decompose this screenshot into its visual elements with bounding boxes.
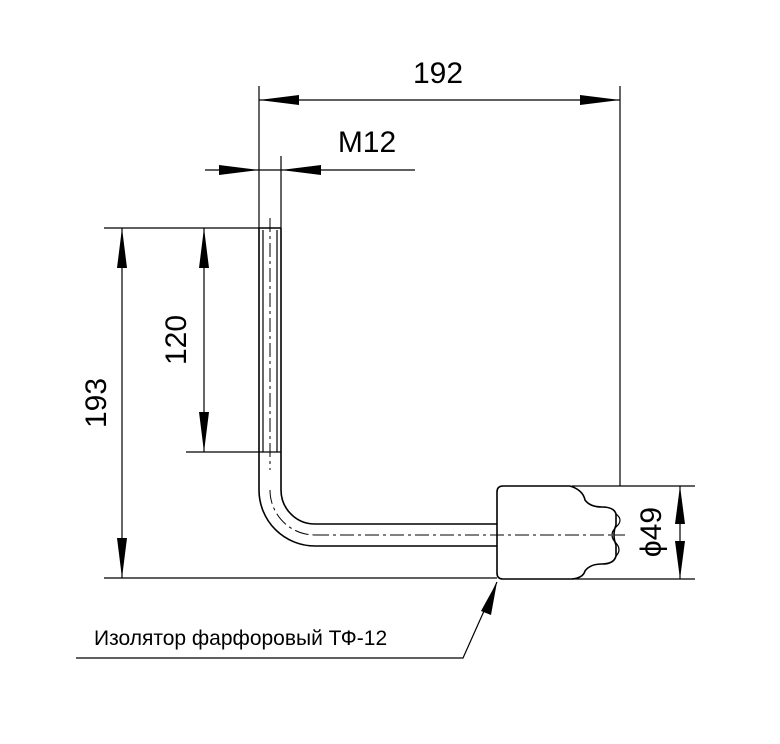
dimension-thread-length: 120 (160, 228, 209, 452)
dimension-insulator-diameter: ϕ49 (635, 486, 685, 579)
dim-label-193: 193 (80, 378, 113, 428)
porcelain-insulator (496, 485, 621, 580)
hook-rod (258, 218, 625, 547)
rod-axis-bend (269, 489, 316, 536)
dim-label-120: 120 (160, 315, 193, 365)
callout-label: Изолятор фарфоровый ТФ-12 (94, 627, 387, 650)
dim-label-192: 192 (413, 57, 463, 90)
dim-label-m12: M12 (338, 126, 396, 159)
extension-lines (104, 86, 695, 580)
dimension-overall-width: 192 (259, 57, 620, 105)
dimension-thread: M12 (205, 126, 415, 175)
dimension-overall-height: 193 (80, 228, 127, 578)
insulator-callout: Изолятор фарфоровый ТФ-12 (76, 581, 498, 659)
dim-label-diameter-49: ϕ49 (635, 507, 668, 557)
